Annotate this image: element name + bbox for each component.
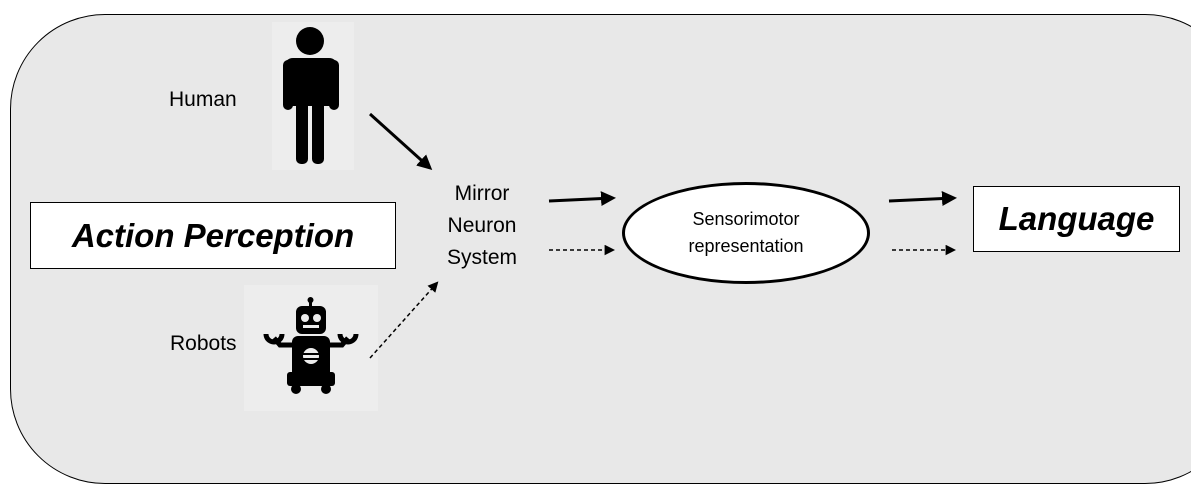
robot-icon <box>263 297 359 394</box>
arrow-sensorimotor-to-language-solid <box>888 191 957 207</box>
language-label: Language <box>998 200 1155 237</box>
arrow-human-to-mns <box>368 112 433 171</box>
robots-label: Robots <box>170 332 237 355</box>
human-label: Human <box>169 88 237 111</box>
sensorimotor-label-line2: representation <box>688 236 804 256</box>
arrow-robots-to-mns <box>369 281 439 359</box>
mirror-neuron-system-label: Mirror Neuron System <box>432 178 532 274</box>
mns-line-3: System <box>446 246 517 269</box>
language-box: Language <box>973 186 1180 252</box>
arrow-mns-to-sensorimotor-solid <box>548 191 616 207</box>
sensorimotor-representation-node: Sensorimotor representation <box>622 182 870 284</box>
action-perception-label: Action Perception <box>71 216 355 254</box>
action-perception-box: Action Perception <box>30 202 396 269</box>
mns-line-1: Mirror <box>454 182 510 205</box>
diagram-graphics <box>263 27 957 394</box>
person-icon <box>283 27 339 164</box>
sensorimotor-label-line1: Sensorimotor <box>692 209 800 229</box>
mns-line-2: Neuron <box>447 214 517 237</box>
